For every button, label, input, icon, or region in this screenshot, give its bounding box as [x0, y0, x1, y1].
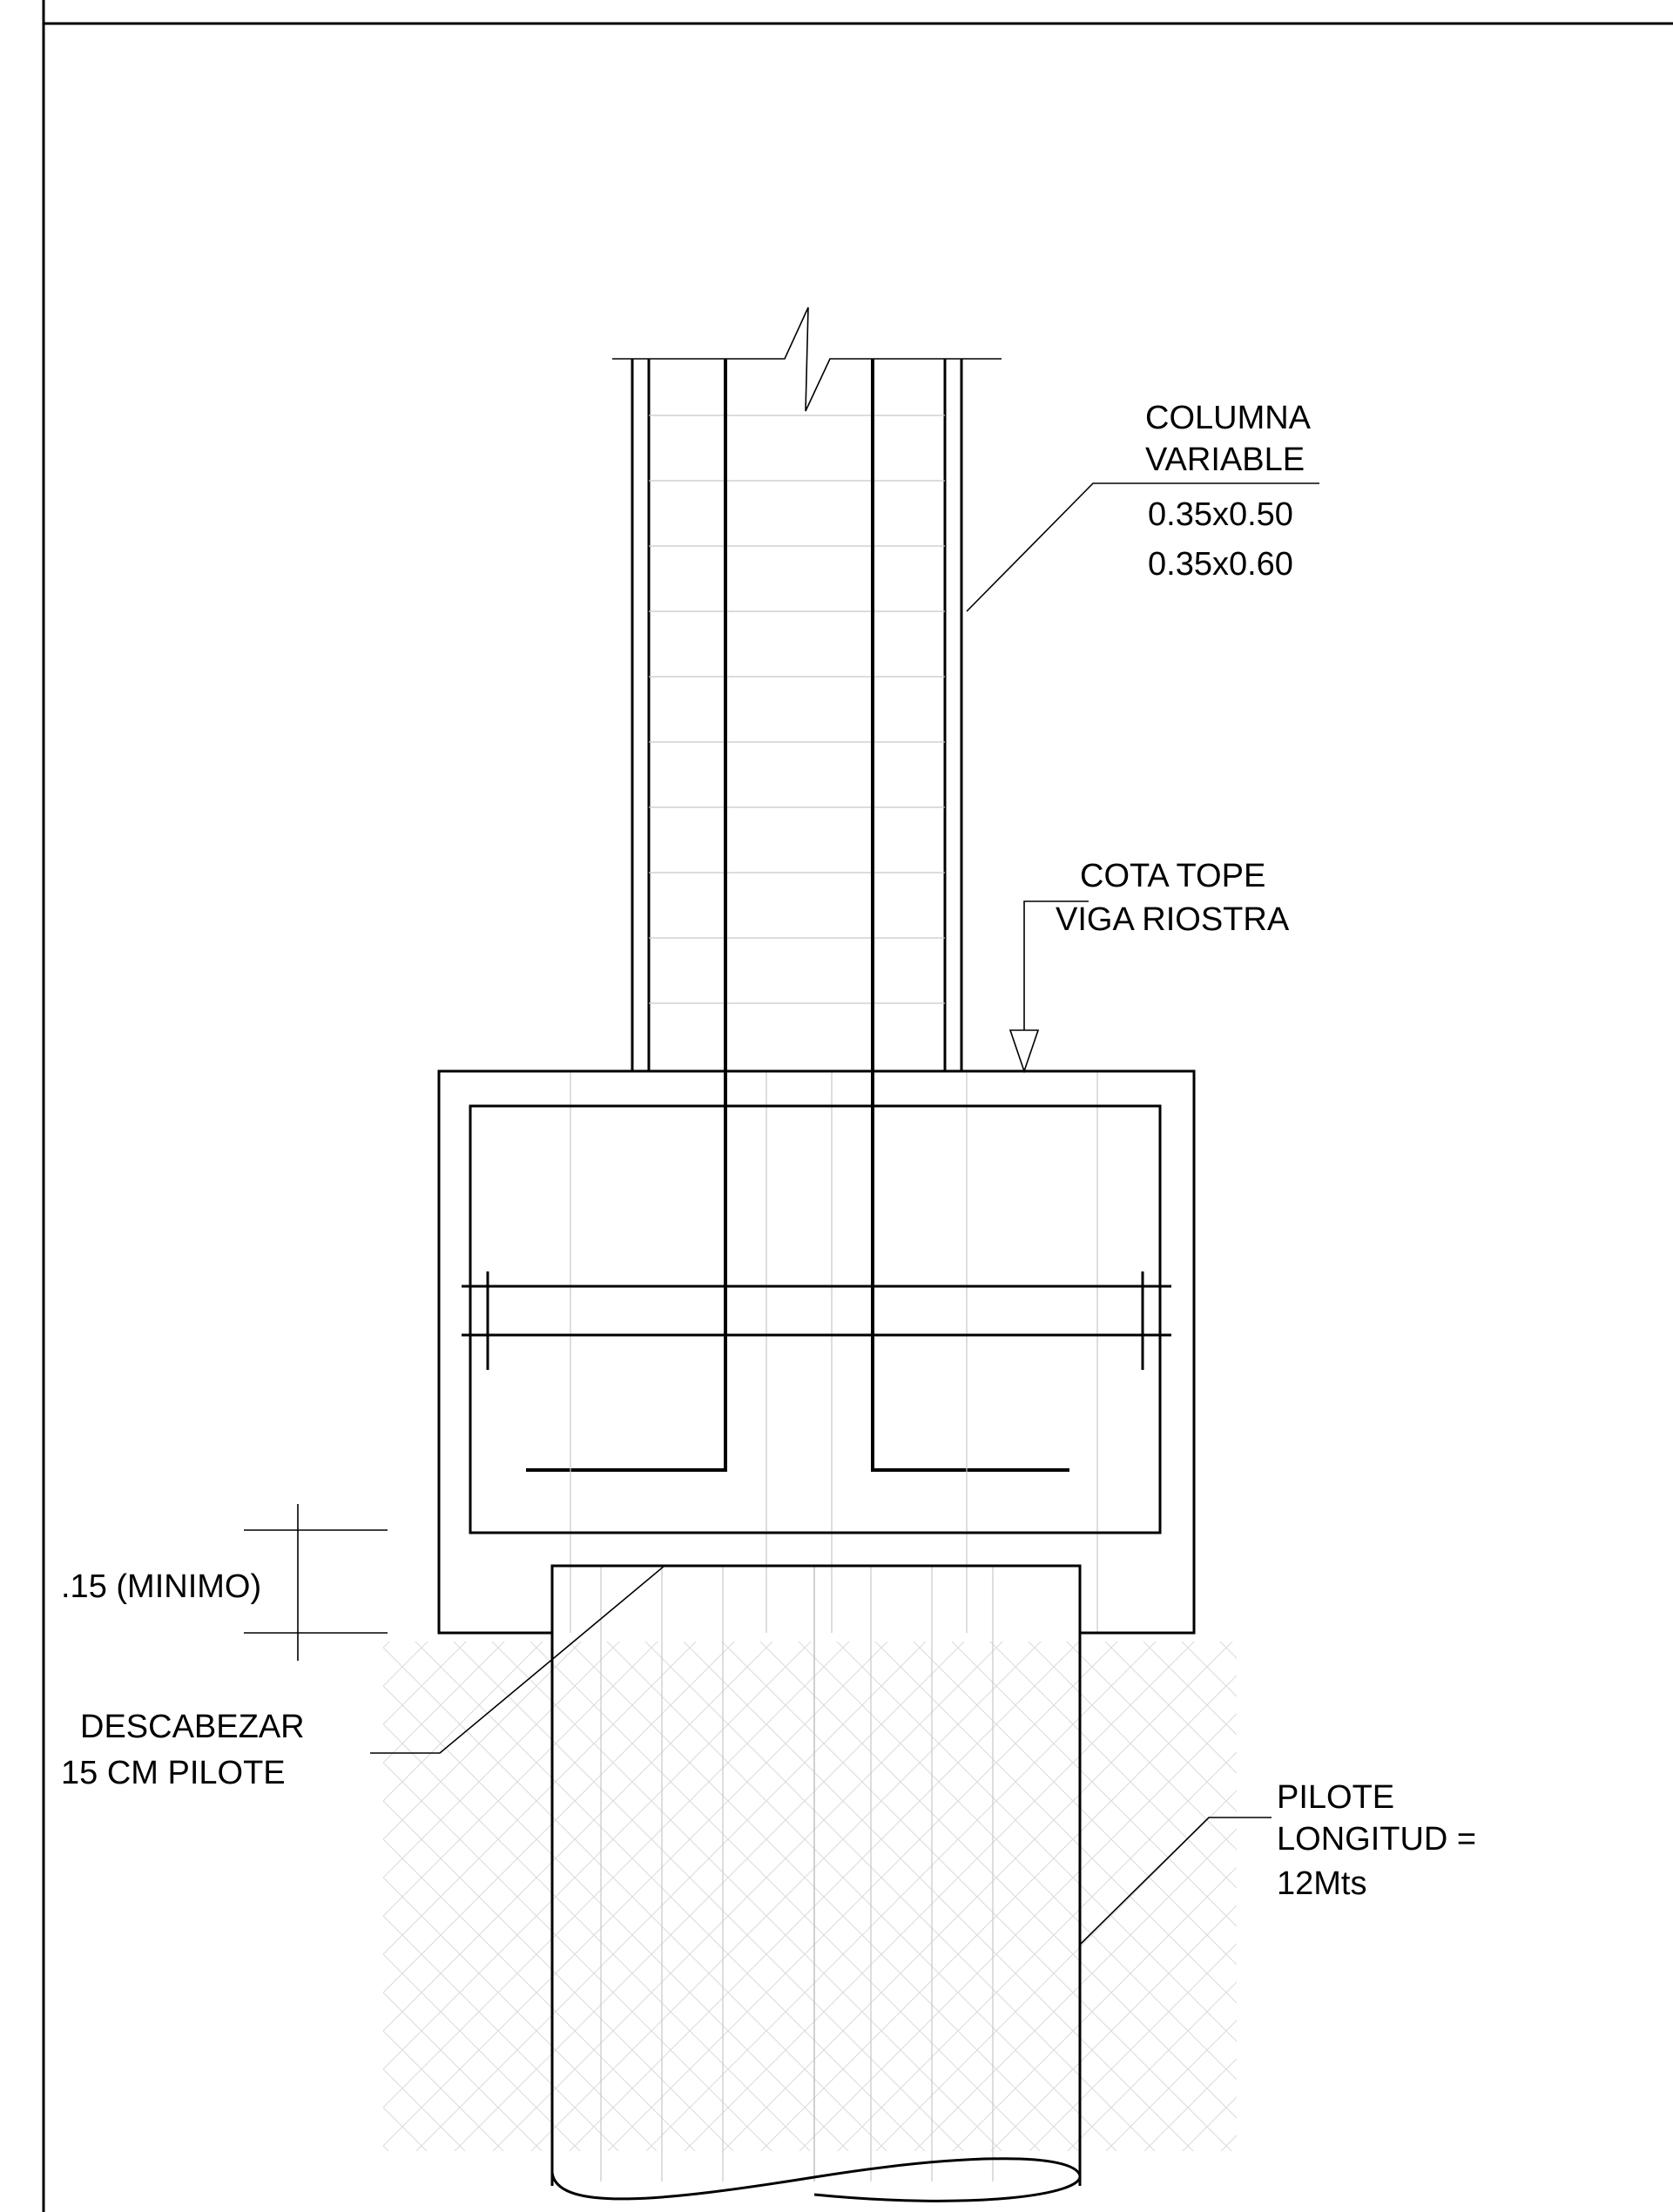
- pile-leader-line: [1079, 1817, 1272, 1946]
- cap-reinforcement-cage: [469, 1104, 1162, 1534]
- cota-label-2: VIGA RIOSTRA: [1056, 901, 1290, 938]
- pile-cap-outline: [437, 1069, 1196, 1635]
- pile-label-1: PILOTE: [1277, 1779, 1394, 1816]
- pile-outline: [550, 1564, 1082, 2186]
- cota-label-1: COTA TOPE: [1080, 858, 1265, 894]
- column-label-2: VARIABLE: [1145, 442, 1305, 478]
- column-bar-right: [871, 359, 1069, 1472]
- column-size-2: 0.35x0.60: [1148, 546, 1293, 583]
- descabezar-leader-line: [370, 1565, 665, 1754]
- column-stirrups: [649, 415, 945, 1004]
- cota-tope-marker: [1009, 900, 1089, 1074]
- pile-break-curve: [550, 2157, 1082, 2202]
- column-label-1: COLUMNA: [1145, 400, 1312, 436]
- pile-label-2: LONGITUD =: [1277, 1821, 1476, 1858]
- column-size-1: 0.35x0.50: [1148, 496, 1293, 533]
- column-leader-line: [966, 482, 1319, 612]
- column-bar-left: [526, 359, 727, 1472]
- pile-label-3: 12Mts: [1277, 1865, 1366, 1902]
- pile-cap: [437, 1069, 1196, 1635]
- descabezar-label-1: DESCABEZAR: [80, 1709, 305, 1745]
- minimo-dimension: [244, 1504, 388, 1661]
- drawing-border: [42, 0, 1673, 2212]
- pile: [550, 1564, 1082, 2202]
- column-break-line: [612, 307, 1002, 412]
- minimo-label: .15 (MINIMO): [61, 1568, 261, 1605]
- soil-hatch: [383, 1642, 1237, 2151]
- column: [526, 307, 1069, 1472]
- descabezar-label-2: 15 CM PILOTE: [61, 1755, 286, 1791]
